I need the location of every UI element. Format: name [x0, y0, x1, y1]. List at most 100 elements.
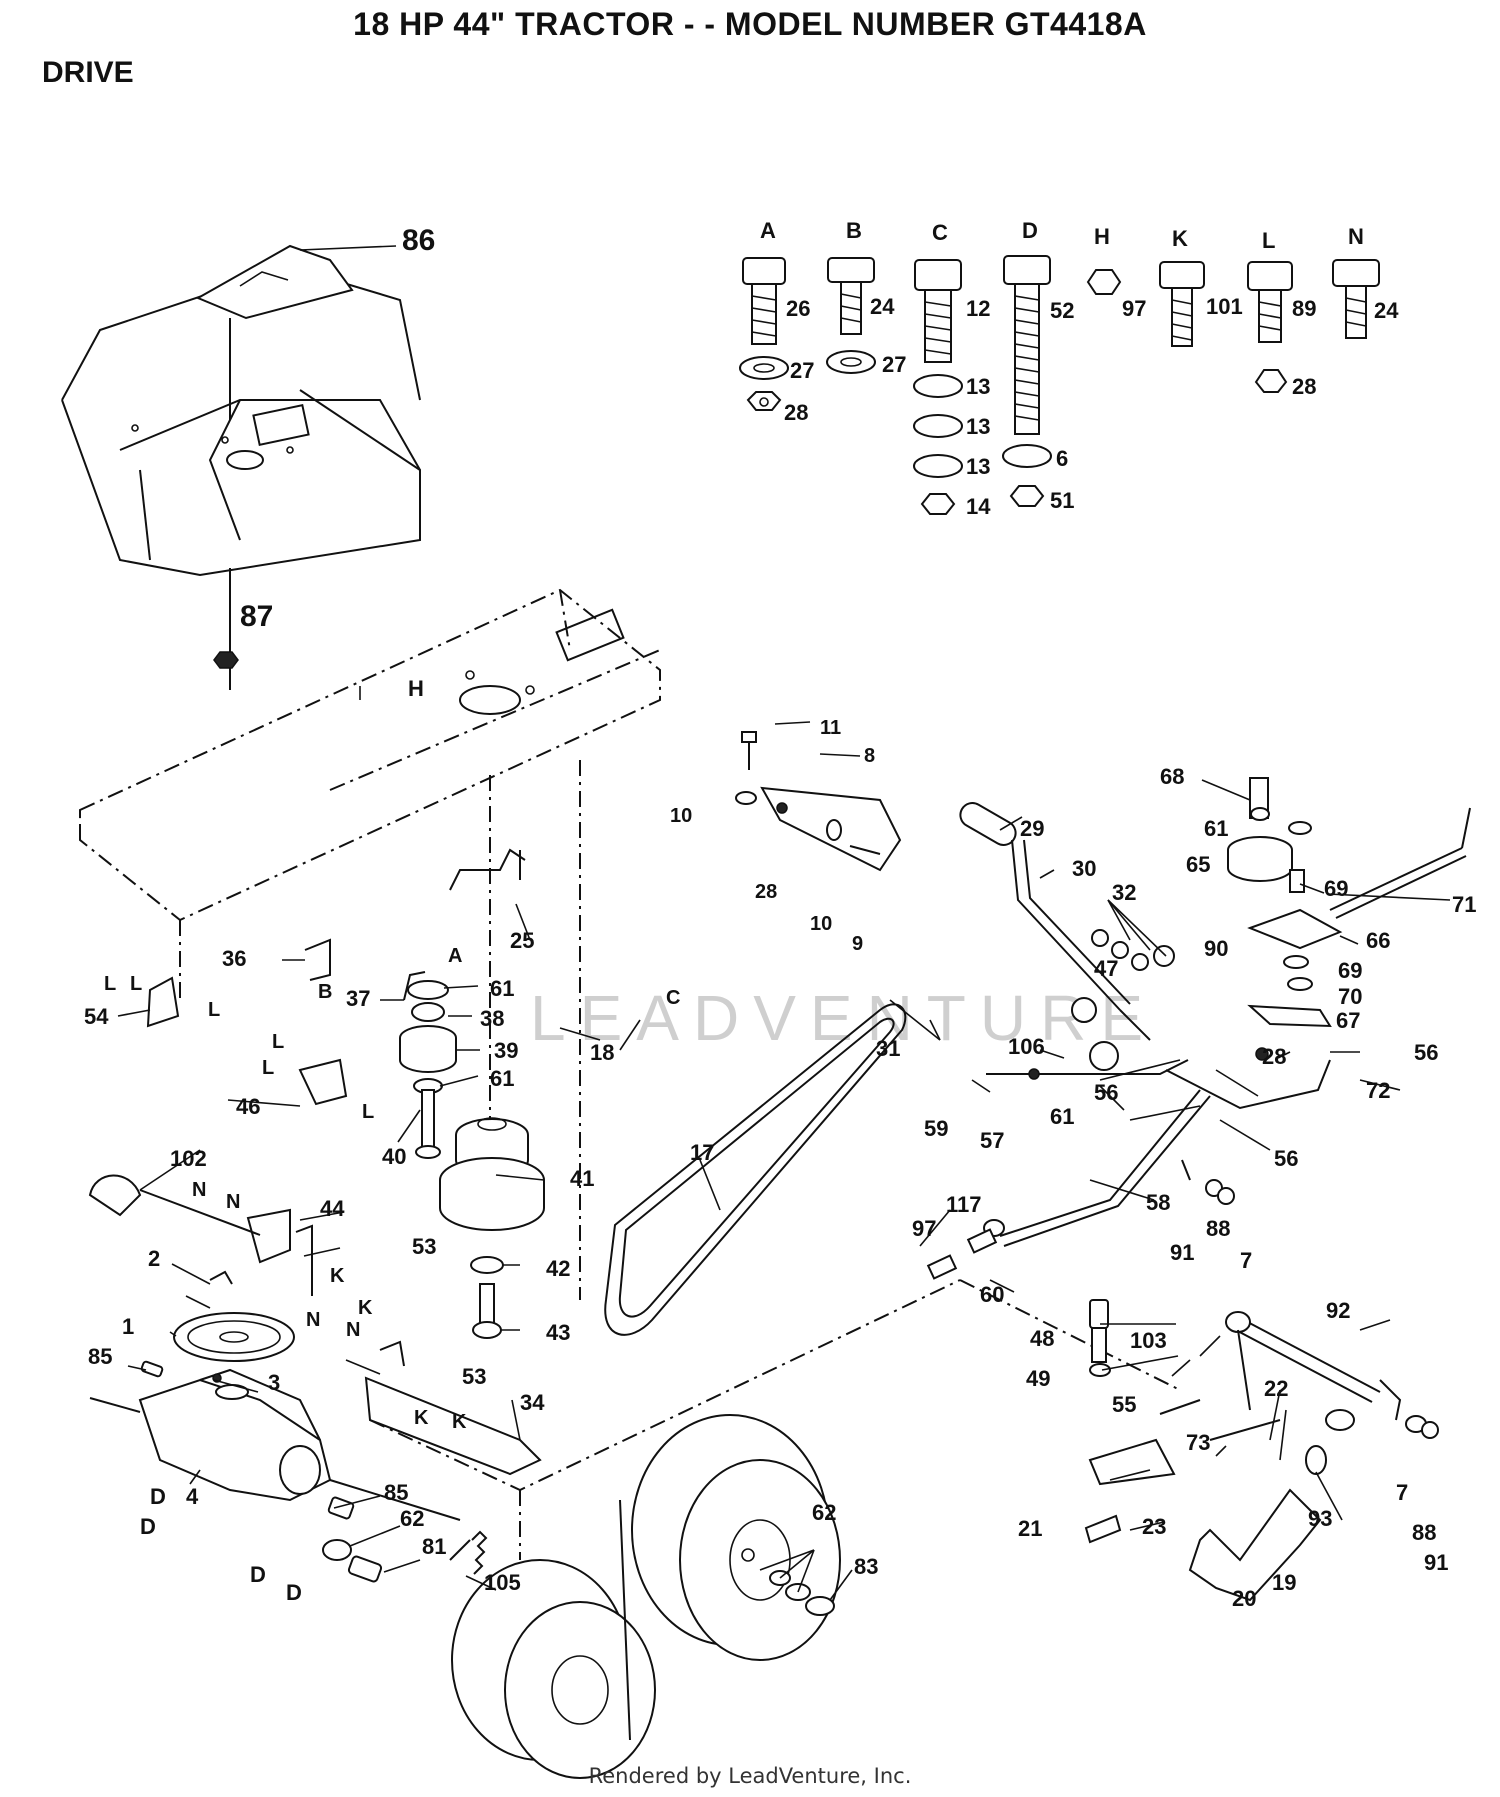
hardware-K	[1159, 261, 1205, 347]
svg-text:1: 1	[122, 1314, 134, 1339]
svg-text:D: D	[150, 1484, 166, 1509]
belt-17	[604, 1003, 907, 1336]
hardware-B	[826, 257, 876, 374]
svg-text:61: 61	[1050, 1104, 1074, 1129]
svg-text:61: 61	[1204, 816, 1228, 841]
bracket-44	[246, 1208, 291, 1264]
svg-text:24: 24	[1374, 298, 1399, 323]
idler-stack-right	[1227, 777, 1471, 1061]
svg-text:31: 31	[876, 1036, 900, 1061]
hardware-H	[1086, 269, 1122, 295]
svg-text:19: 19	[1272, 1570, 1296, 1595]
svg-text:117: 117	[946, 1192, 982, 1217]
nut-87	[213, 651, 239, 669]
svg-text:92: 92	[1326, 1298, 1350, 1323]
svg-text:N: N	[226, 1191, 240, 1213]
diagram-title: 18 HP 44" TRACTOR - - MODEL NUMBER GT441…	[353, 6, 1147, 42]
svg-text:53: 53	[412, 1234, 436, 1259]
svg-text:72: 72	[1366, 1078, 1390, 1103]
svg-text:89: 89	[1292, 296, 1316, 321]
svg-text:58: 58	[1146, 1190, 1170, 1215]
svg-text:59: 59	[924, 1116, 948, 1141]
svg-text:12: 12	[966, 296, 990, 321]
label-B: B	[846, 218, 862, 243]
svg-text:29: 29	[1020, 816, 1044, 841]
svg-text:62: 62	[812, 1500, 836, 1525]
svg-text:D: D	[250, 1562, 266, 1587]
svg-text:13: 13	[966, 454, 990, 479]
bracket-54	[146, 976, 180, 1028]
svg-text:85: 85	[384, 1480, 408, 1505]
label-H: H	[1094, 224, 1110, 249]
label-A: A	[760, 218, 776, 243]
transaxle	[89, 1270, 461, 1583]
rod-57	[986, 1059, 1189, 1080]
svg-text:28: 28	[1262, 1044, 1286, 1069]
svg-text:7: 7	[1240, 1248, 1252, 1273]
svg-text:22: 22	[1264, 1376, 1288, 1401]
svg-text:39: 39	[494, 1038, 518, 1063]
svg-text:4: 4	[186, 1484, 199, 1509]
svg-text:101: 101	[1206, 294, 1243, 319]
svg-text:27: 27	[790, 358, 814, 383]
rod-72	[1165, 1059, 1331, 1110]
fender-assembly	[61, 244, 421, 690]
brake-linkage	[1084, 1159, 1439, 1602]
shift-plate	[195, 244, 354, 320]
svg-text:17: 17	[690, 1140, 714, 1165]
svg-text:43: 43	[546, 1320, 570, 1345]
svg-text:106: 106	[1008, 1034, 1045, 1059]
svg-text:68: 68	[1160, 764, 1184, 789]
svg-text:30: 30	[1072, 856, 1096, 881]
svg-text:L: L	[104, 973, 116, 995]
svg-text:N: N	[192, 1179, 206, 1201]
svg-text:44: 44	[320, 1196, 345, 1221]
svg-text:97: 97	[912, 1216, 936, 1241]
svg-text:11: 11	[820, 717, 841, 739]
bolt-43	[472, 1283, 502, 1339]
svg-text:81: 81	[422, 1534, 446, 1559]
svg-text:32: 32	[1112, 880, 1136, 905]
svg-text:61: 61	[490, 976, 514, 1001]
hardware-N	[1332, 259, 1380, 339]
label-87: 87	[240, 600, 273, 633]
svg-text:103: 103	[1130, 1328, 1167, 1353]
washer-42	[470, 1256, 504, 1274]
svg-text:83: 83	[854, 1554, 878, 1579]
footer-credit: Rendered by LeadVenture, Inc.	[588, 1764, 912, 1788]
svg-text:34: 34	[520, 1390, 545, 1415]
svg-text:B: B	[318, 981, 332, 1003]
brake-pedal-20	[1188, 1488, 1322, 1602]
svg-text:51: 51	[1050, 488, 1074, 513]
svg-text:48: 48	[1030, 1326, 1054, 1351]
svg-text:56: 56	[1414, 1040, 1438, 1065]
svg-text:66: 66	[1366, 928, 1390, 953]
svg-text:56: 56	[1094, 1080, 1118, 1105]
label-86: 86	[402, 224, 435, 257]
svg-text:27: 27	[882, 352, 906, 377]
svg-text:69: 69	[1324, 876, 1348, 901]
svg-text:3: 3	[268, 1370, 280, 1395]
svg-text:97: 97	[1122, 296, 1146, 321]
svg-text:102: 102	[170, 1146, 207, 1171]
svg-text:L: L	[272, 1031, 284, 1053]
svg-text:91: 91	[1170, 1240, 1194, 1265]
svg-text:21: 21	[1018, 1516, 1042, 1541]
stack-37-39	[399, 971, 457, 1159]
bracket-46	[298, 1058, 348, 1106]
svg-text:2: 2	[148, 1246, 160, 1271]
svg-text:L: L	[208, 999, 220, 1021]
svg-text:56: 56	[1274, 1146, 1298, 1171]
svg-text:26: 26	[786, 296, 810, 321]
svg-text:9: 9	[852, 933, 863, 955]
hardware-C	[913, 259, 963, 515]
svg-text:L: L	[130, 973, 142, 995]
svg-text:H: H	[408, 676, 424, 701]
svg-text:18: 18	[590, 1040, 614, 1065]
bracket-102	[88, 1174, 261, 1236]
watermark: LEADVENTURE	[530, 982, 1157, 1054]
svg-text:49: 49	[1026, 1366, 1050, 1391]
svg-text:88: 88	[1412, 1520, 1436, 1545]
bracket-36	[304, 938, 331, 981]
